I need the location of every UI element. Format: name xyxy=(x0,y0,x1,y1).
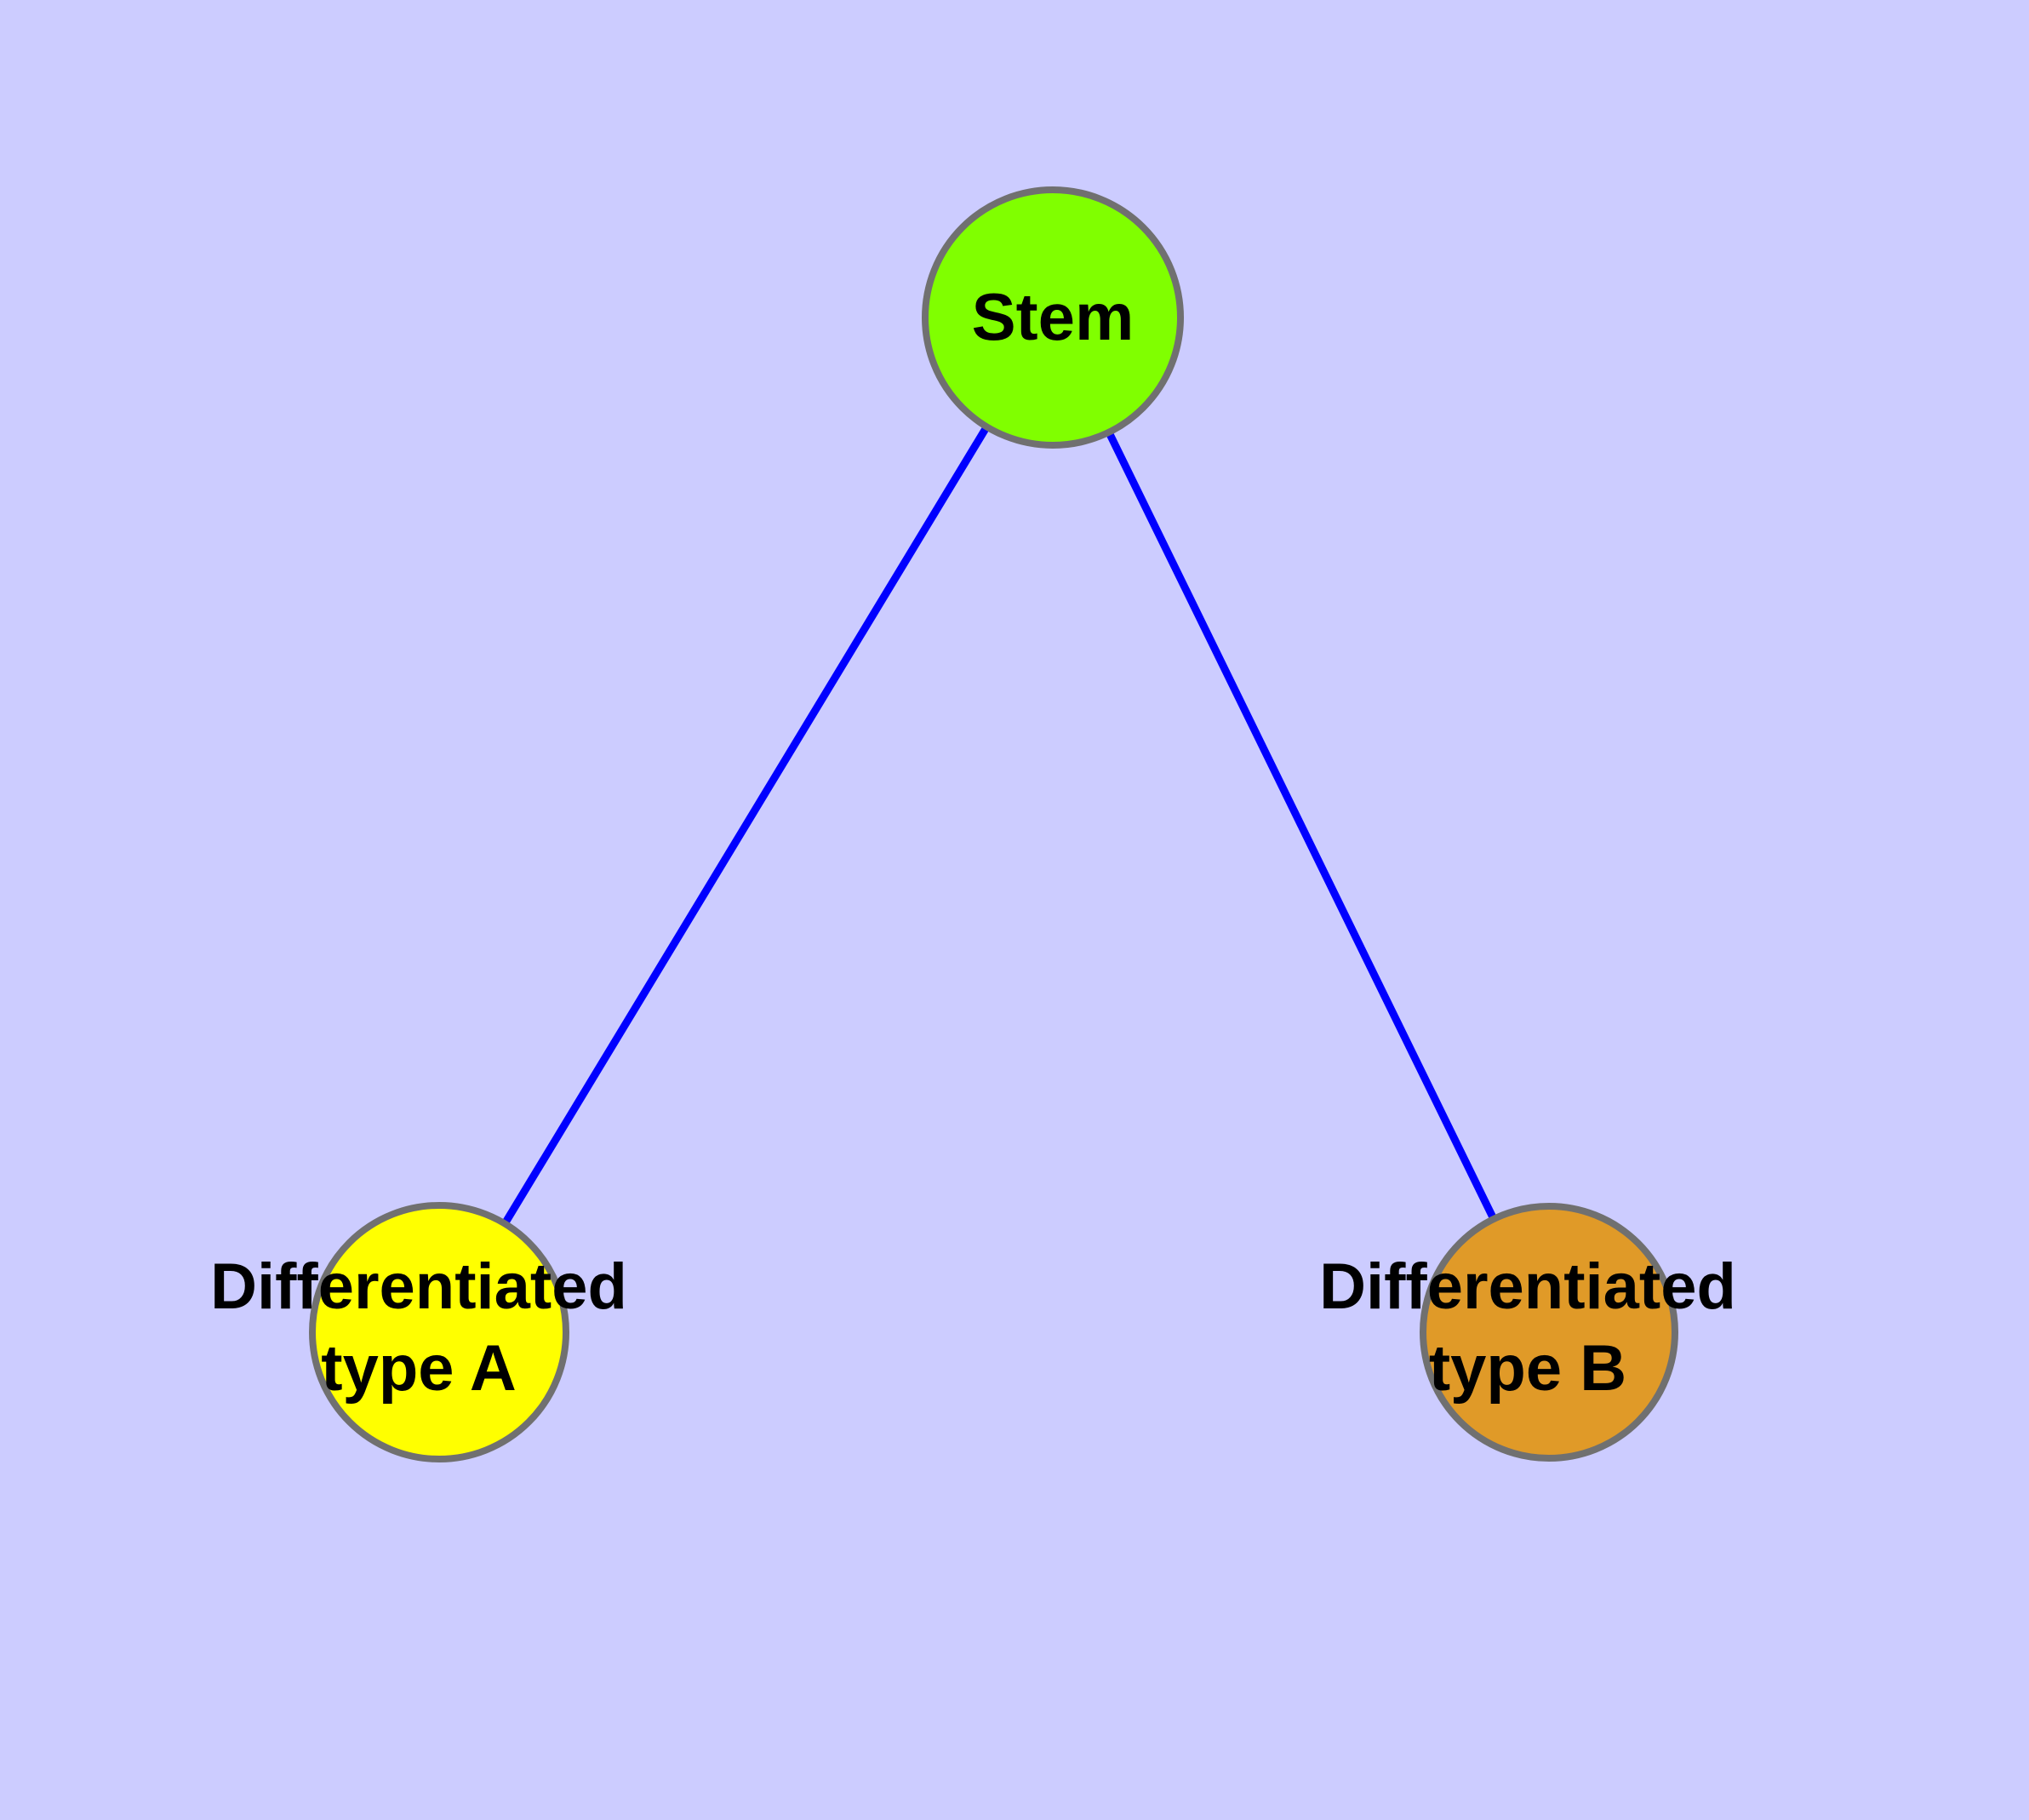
graph-node-diff_b[interactable]: Differentiated type B xyxy=(1319,1203,1736,1462)
node-circle-stem[interactable] xyxy=(922,186,1184,449)
node-label-line: type B xyxy=(1429,1332,1626,1405)
node-label-line: Differentiated xyxy=(210,1251,627,1323)
node-label-diff_b: Differentiated type B xyxy=(1319,1251,1736,1405)
node-label-stem: Stem xyxy=(972,279,1135,354)
node-circle-diff_a[interactable] xyxy=(309,1202,569,1462)
node-label-diff_a: Differentiated type A xyxy=(210,1251,627,1405)
graph-edge[interactable] xyxy=(436,315,1056,1335)
graph-node-stem[interactable]: Stem xyxy=(922,186,1184,449)
edges-layer xyxy=(436,315,1553,1335)
node-label-line: Differentiated xyxy=(1319,1251,1736,1323)
node-label-line: type A xyxy=(321,1332,516,1405)
graph-node-diff_a[interactable]: Differentiated type A xyxy=(210,1202,627,1462)
node-label-line: Stem xyxy=(972,279,1135,354)
graph-edge[interactable] xyxy=(1049,316,1553,1334)
node-circle-diff_b[interactable] xyxy=(1420,1203,1678,1462)
